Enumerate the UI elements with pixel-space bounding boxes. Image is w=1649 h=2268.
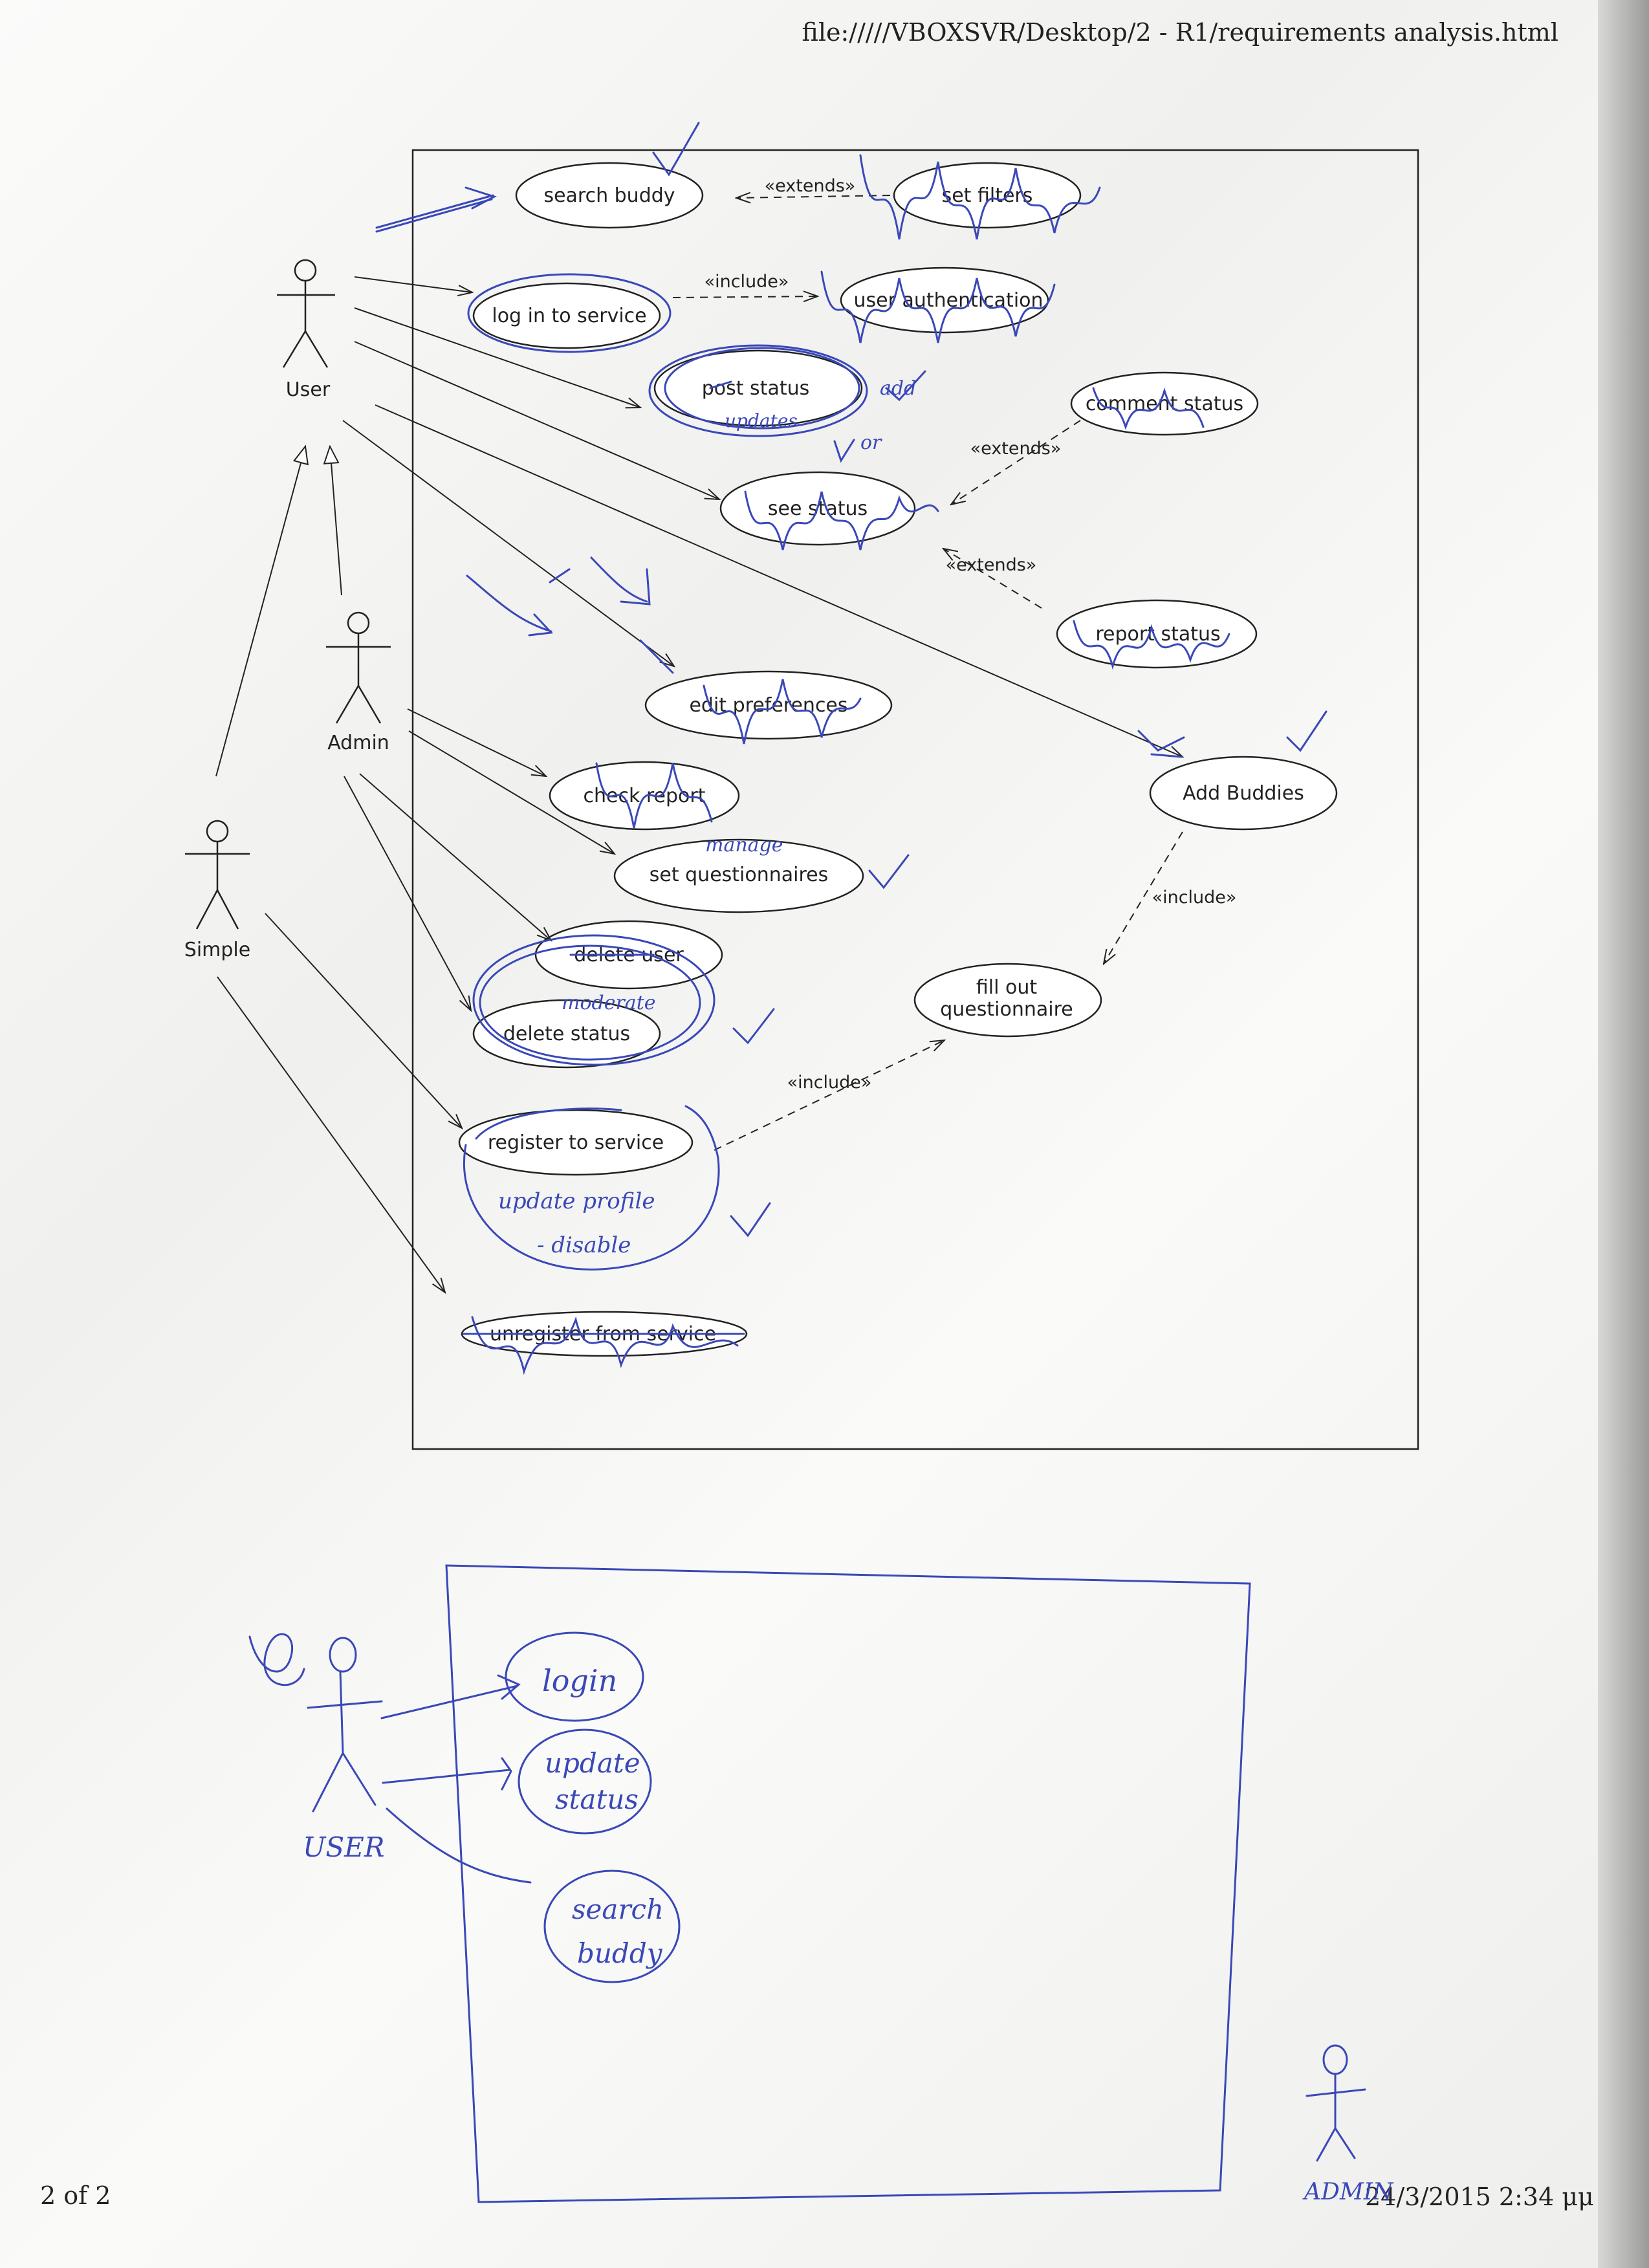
- uc-edit-preferences: [644, 670, 893, 740]
- include-questionnaire: [1104, 831, 1183, 964]
- uc-edit-preferences-label: edit preferences: [689, 694, 847, 717]
- system-boundary: [411, 149, 1419, 1450]
- sketch-uc-search-1: search: [572, 1893, 664, 1925]
- stereo-extends-comment: «extends»: [970, 439, 1062, 459]
- uc-add-buddies-label: Add Buddies: [1183, 782, 1304, 805]
- uc-search-buddy: [515, 162, 704, 229]
- uc-user-authentication-label: user authentication: [853, 289, 1043, 312]
- uc-log-in: [472, 282, 661, 349]
- uc-register: [458, 1109, 693, 1176]
- pen-note-manage: manage: [705, 834, 783, 856]
- uc-register-label: register to service: [488, 1131, 664, 1154]
- assoc-admin-delete-status: [344, 776, 471, 1010]
- uc-fill-questionnaire-label-1: fill out: [976, 976, 1037, 999]
- uc-log-in-label: log in to service: [492, 305, 646, 327]
- extends-report: [943, 549, 1042, 609]
- stereo-include-questionnaire: «include»: [1152, 888, 1237, 908]
- sketch-diagram: [248, 1564, 1366, 2203]
- uc-add-buddies: [1149, 756, 1338, 831]
- assoc-user-see: [354, 341, 719, 499]
- assoc-admin-check: [407, 708, 546, 776]
- actor-user: [277, 259, 335, 368]
- actor-admin: [326, 611, 391, 724]
- include-user-auth: [672, 296, 818, 298]
- assoc-user-login: [354, 276, 472, 292]
- pen-note-add: add: [880, 377, 916, 400]
- uc-comment-status: [1070, 371, 1259, 436]
- uc-set-questionnaires: [613, 838, 864, 913]
- pen-note-update-profile: update profile: [498, 1188, 655, 1214]
- assoc-simple-register: [265, 913, 462, 1128]
- uc-post-status: [653, 349, 863, 427]
- stereo-include-register: «include»: [787, 1073, 872, 1093]
- page-number: 2 of 2: [40, 2181, 111, 2210]
- uc-set-filters-label: set filters: [942, 184, 1033, 207]
- pen-markings: [375, 122, 1327, 1375]
- uc-fill-questionnaire-label-2: questionnaire: [940, 998, 1073, 1021]
- sketch-uc-login: login: [542, 1663, 617, 1698]
- assoc-user-edit: [342, 420, 674, 666]
- sketch-actor-admin-label: ADMIN: [1302, 2179, 1394, 2205]
- uc-user-authentication: [840, 267, 1049, 334]
- sketch-uc-update-1: update: [545, 1747, 640, 1779]
- uc-post-status-label: post status: [702, 377, 810, 400]
- sketch-actor-user-label: USER: [303, 1831, 384, 1863]
- uc-check-report: [549, 761, 740, 831]
- assoc-admin-questionnaires: [408, 730, 615, 854]
- uc-search-buddy-label: search buddy: [543, 184, 675, 207]
- actor-simple: [185, 820, 250, 930]
- print-datetime: 24/3/2015 2:34 μμ: [1365, 2183, 1594, 2211]
- stereo-include-auth: «include»: [704, 272, 789, 292]
- actor-user-label: User: [286, 378, 331, 401]
- pen-note-moderate: moderate: [562, 992, 656, 1014]
- assoc-user-post: [354, 307, 640, 408]
- sketch-system-boundary: [445, 1564, 1251, 2203]
- sketch-uc-update-2: status: [555, 1783, 639, 1815]
- include-register-questionnaire: [714, 1040, 945, 1151]
- scan-edge: [1598, 0, 1649, 2268]
- uc-comment-status-label: comment status: [1086, 393, 1243, 415]
- assoc-admin-delete-user: [359, 773, 551, 941]
- stereo-extends-filters: «extends»: [765, 176, 856, 196]
- print-header: file://///VBOXSVR/Desktop/2 - R1/require…: [802, 18, 1558, 47]
- uc-fill-questionnaire: [913, 963, 1102, 1038]
- uc-delete-status-label: delete status: [503, 1023, 630, 1045]
- extends-comment: [951, 420, 1081, 505]
- pen-note-or: or: [860, 431, 882, 454]
- assoc-user-add-buddies: [375, 404, 1183, 757]
- stereo-extends-report: «extends»: [946, 555, 1037, 575]
- generalization-simple-user: [215, 446, 305, 777]
- pen-note-updates: updates: [725, 410, 798, 431]
- actor-simple-label: Simple: [184, 939, 250, 961]
- pen-note-disable: - disable: [537, 1232, 631, 1258]
- assoc-simple-unregister: [217, 976, 445, 1292]
- sketch-uc-search-2: buddy: [577, 1937, 663, 1969]
- generalization-admin-user: [330, 446, 342, 596]
- uc-set-questionnaires-label: set questionnaires: [650, 864, 829, 886]
- actor-admin-label: Admin: [327, 732, 389, 754]
- extends-set-filters: [736, 195, 891, 198]
